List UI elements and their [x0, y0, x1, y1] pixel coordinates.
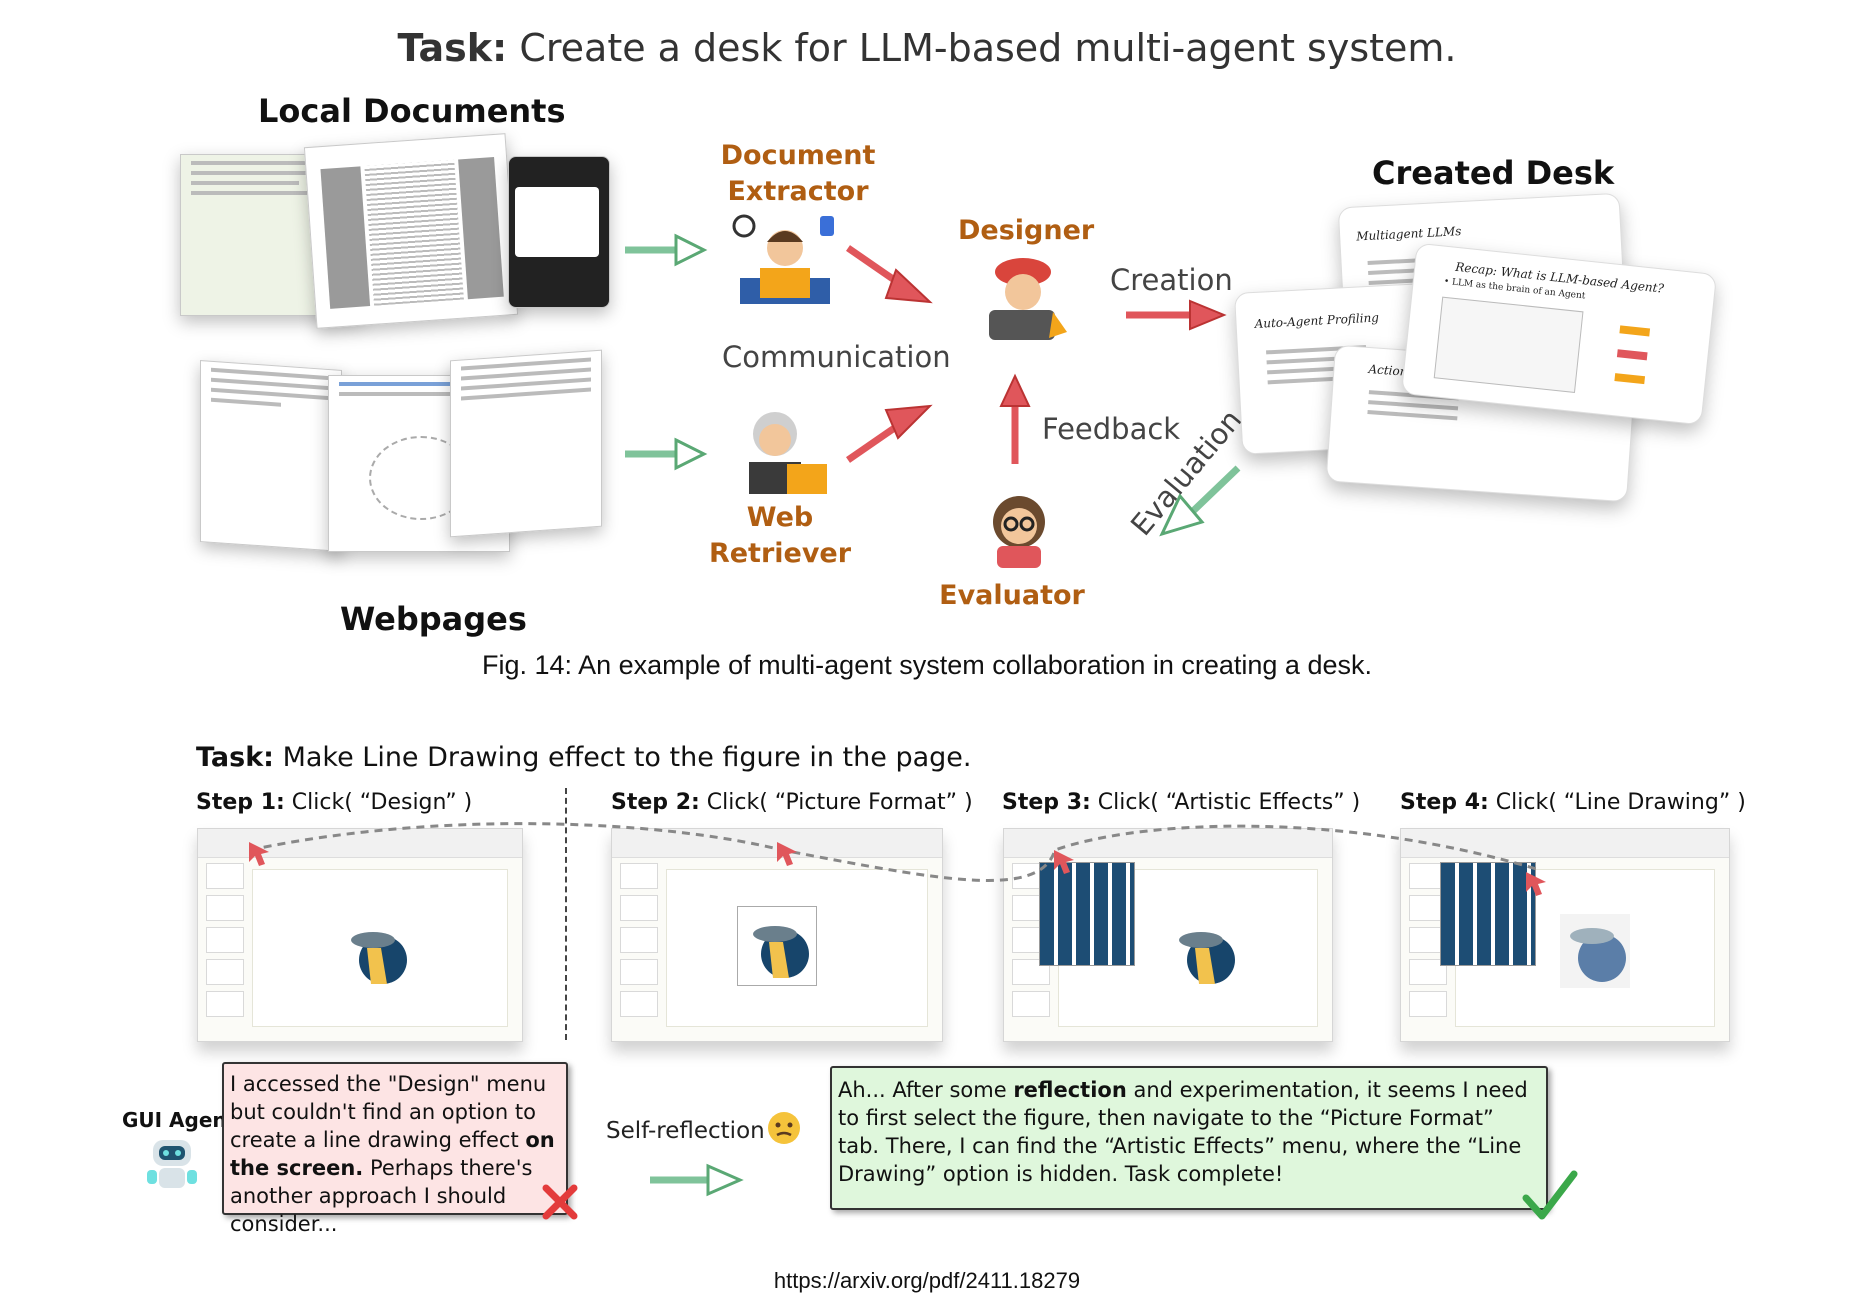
cursor-icon-step1: [249, 842, 269, 866]
bottom-task-prefix: Task:: [196, 742, 274, 773]
ufo-figure: [1179, 932, 1235, 984]
step-separator: [565, 788, 567, 1040]
artistic-effects-gallery: [1039, 862, 1135, 966]
communication-label: Communication: [722, 340, 951, 374]
tablet-document: [508, 156, 610, 308]
robot-icon: [147, 1140, 197, 1188]
step-2-label: Step 2: Click( “Picture Format” ): [611, 790, 973, 815]
step-2-screenshot: [611, 828, 943, 1042]
step-1-label: Step 1: Click( “Design” ): [196, 790, 473, 815]
success-message: Ah... After some reflection and experime…: [830, 1066, 1548, 1210]
figure-caption: Fig. 14: An example of multi-agent syste…: [482, 650, 1372, 680]
top-task-prefix: Task:: [397, 26, 508, 70]
local-documents-heading: Local Documents: [258, 92, 566, 130]
document-pdf: [303, 133, 519, 329]
feedback-label: Feedback: [1042, 412, 1181, 446]
ufo-figure: [753, 926, 809, 978]
slide-canvas: [666, 869, 928, 1027]
slide-title: Auto-Agent Profiling: [1254, 310, 1380, 331]
slide-canvas: [252, 869, 508, 1027]
step-3-label: Step 3: Click( “Artistic Effects” ): [1002, 790, 1361, 815]
green-arrow-docs: [625, 233, 708, 267]
green-arrow-evaluation: [1159, 465, 1241, 537]
creation-label: Creation: [1110, 263, 1233, 297]
created-desk-heading: Created Desk: [1372, 154, 1615, 192]
webpages-illustration: [200, 349, 602, 555]
step-1-screenshot: [197, 828, 523, 1042]
cursor-icon-step3: [1054, 850, 1074, 874]
thinking-face-icon: [768, 1112, 800, 1144]
click-path: [249, 822, 1541, 882]
webpage-3: [450, 349, 602, 538]
top-task-title: Task: Create a desk for LLM-based multi-…: [0, 26, 1854, 70]
designer-label: Designer: [958, 215, 1095, 246]
local-documents-illustration: [140, 133, 620, 330]
evaluator-icon: [993, 496, 1045, 568]
green-arrow-web: [625, 437, 708, 471]
web-retriever-icon: [749, 412, 827, 494]
slide-canvas: [1039, 862, 1318, 1027]
cross-icon: [542, 1184, 578, 1220]
desk-slide-recap: Recap: What is LLM-based Agent? • LLM as…: [1400, 242, 1718, 426]
artistic-effects-gallery: [1440, 862, 1536, 966]
evaluator-label: Evaluator: [939, 580, 1085, 611]
source-url: https://arxiv.org/pdf/2411.18279: [773, 1268, 1081, 1293]
slide-canvas: [1440, 862, 1715, 1027]
slide-title: Multiagent LLMs: [1355, 224, 1462, 244]
failure-message: I accessed the "Design" menu but couldn'…: [222, 1062, 568, 1236]
webpage-1: [200, 360, 342, 552]
ribbon: [1401, 829, 1729, 858]
green-arrow-reflection: [650, 1163, 744, 1197]
top-task-text: Create a desk for LLM-based multi-agent …: [507, 26, 1457, 70]
webpages-heading: Webpages: [340, 600, 527, 638]
cursor-icon-step4: [1526, 872, 1546, 896]
red-arrow-retriever-to-designer: [846, 404, 933, 463]
ufo-figure-line-drawing: [1560, 914, 1630, 988]
cursor-icon-step2: [777, 842, 797, 866]
step-4-screenshot: [1400, 828, 1730, 1042]
designer-icon: [989, 258, 1067, 340]
ufo-figure: [351, 932, 407, 984]
document-extractor-icon: [732, 214, 834, 304]
gui-agent-label: GUI Agent: [122, 1108, 237, 1132]
red-arrow-creation: [1126, 299, 1227, 331]
self-reflection-label: Self-reflection: [606, 1118, 765, 1144]
bottom-task-text: Make Line Drawing effect to the figure i…: [273, 742, 972, 773]
step-4-label: Step 4: Click( “Line Drawing” ): [1400, 790, 1746, 815]
step-3-screenshot: [1003, 828, 1333, 1042]
red-arrow-feedback: [999, 373, 1031, 464]
red-arrow-extractor-to-designer: [846, 245, 933, 304]
checkmark-icon: [1522, 1170, 1578, 1220]
bottom-task-title: Task: Make Line Drawing effect to the fi…: [196, 742, 971, 773]
